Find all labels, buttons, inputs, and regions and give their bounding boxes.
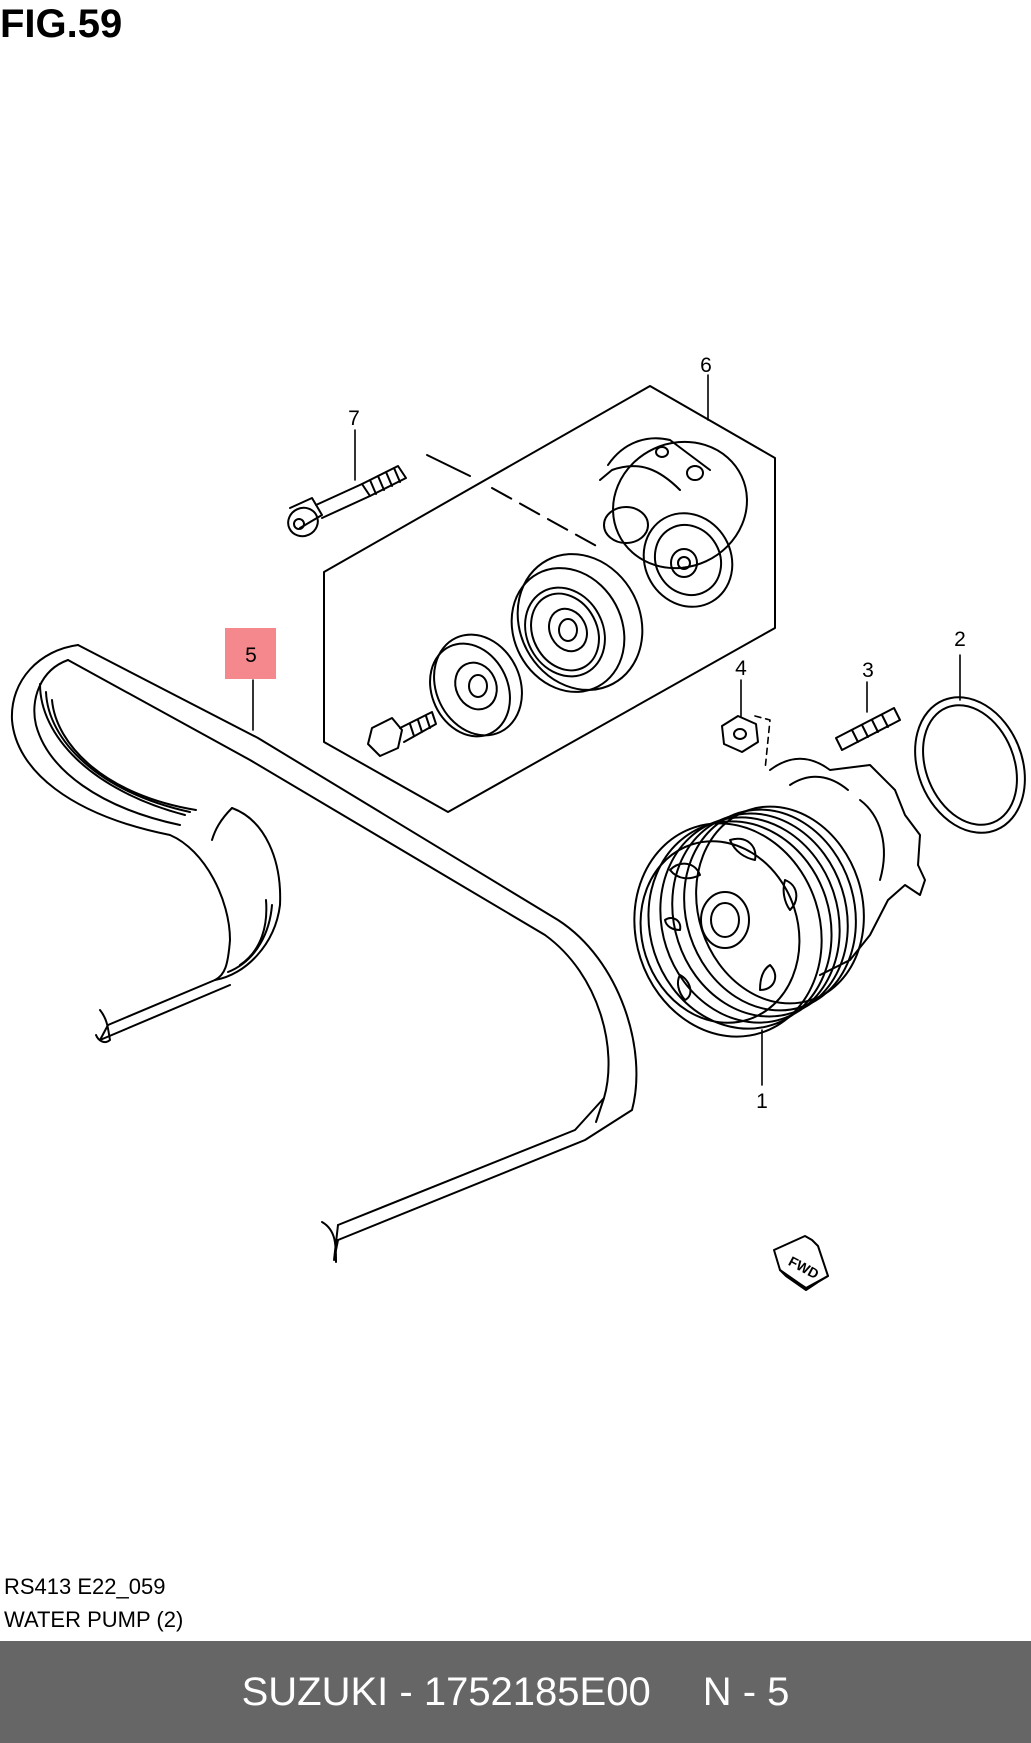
figure-title: FIG.59 xyxy=(0,2,123,46)
callout-2[interactable]: 2 xyxy=(954,628,966,651)
tensioner-bolt xyxy=(287,465,407,538)
drive-belt xyxy=(10,644,638,1263)
callout-6[interactable]: 6 xyxy=(700,354,712,377)
idler-pulley-small xyxy=(429,633,523,738)
part-number: SUZUKI - 1752185E00 xyxy=(241,1669,651,1714)
diagram-code: RS413 E22_059 xyxy=(4,1574,166,1599)
idler-pulley-large xyxy=(510,553,644,693)
callout-5[interactable]: 5 xyxy=(245,644,257,667)
footer-bar: SUZUKI - 1752185E00 N - 5 xyxy=(0,1641,1031,1743)
callout-1[interactable]: 1 xyxy=(756,1090,768,1113)
leader-lines xyxy=(252,374,961,1086)
stud xyxy=(835,707,901,751)
fwd-arrow-icon: FWD xyxy=(773,1235,829,1291)
nut xyxy=(721,715,759,753)
callout-labels: 5 6 7 4 3 2 1 xyxy=(225,354,966,1113)
callout-4[interactable]: 4 xyxy=(735,657,747,680)
tensioner-assembly xyxy=(599,437,748,608)
kit-bolt xyxy=(367,711,437,757)
tensioner-kit-frame xyxy=(323,385,776,813)
gasket-ring xyxy=(914,696,1026,834)
callout-7[interactable]: 7 xyxy=(348,407,360,430)
section-title: WATER PUMP (2) xyxy=(4,1607,184,1632)
diagram-reference: N - 5 xyxy=(702,1669,790,1714)
callout-3[interactable]: 3 xyxy=(862,659,874,682)
highlight-box xyxy=(225,628,276,679)
water-pump xyxy=(633,757,926,1038)
